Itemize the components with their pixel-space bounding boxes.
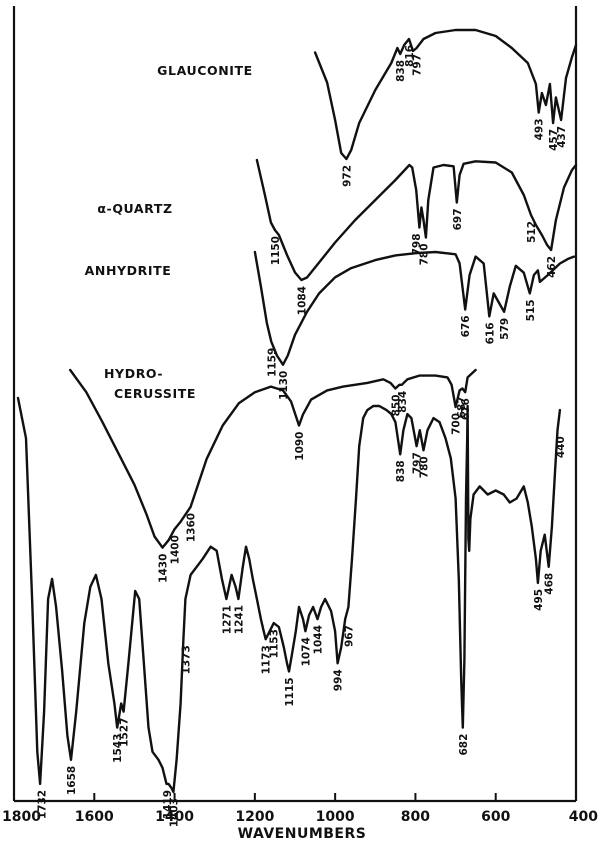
peak-label: 493 bbox=[534, 119, 546, 141]
spectrum-curve-2 bbox=[253, 250, 576, 366]
series-labels: GLAUCONITE α-QUARTZ ANHYDRITE HYDRO- CERUSSI… bbox=[85, 63, 253, 401]
peak-label: 994 bbox=[333, 669, 345, 691]
peak-label: 834 bbox=[397, 391, 409, 413]
peak-label: 1527 bbox=[119, 718, 131, 747]
spectrum-curve-4 bbox=[16, 396, 562, 794]
peak-label: 798 bbox=[411, 234, 423, 256]
spectra-curves bbox=[16, 28, 578, 794]
peak-label: 972 bbox=[341, 165, 353, 187]
peak-label: 512 bbox=[526, 221, 538, 243]
x-tick-label: 1200 bbox=[235, 809, 274, 825]
x-axis-ticks: 1800 1600 1400 1200 1000 800 600 400 bbox=[2, 793, 598, 825]
x-tick-label: 1000 bbox=[316, 809, 355, 825]
peak-label: 676 bbox=[460, 398, 472, 420]
x-axis-label: WAVENUMBERS bbox=[238, 826, 367, 842]
peak-label: 797 bbox=[412, 452, 424, 474]
peak-label: 1044 bbox=[313, 625, 325, 654]
x-tick-label: 1600 bbox=[75, 809, 114, 825]
peak-label: 468 bbox=[544, 573, 556, 595]
series-label-1: α-QUARTZ bbox=[97, 201, 172, 216]
peak-label: 697 bbox=[452, 209, 464, 231]
peak-label: 1430 bbox=[158, 554, 170, 583]
x-tick-label: 400 bbox=[569, 809, 598, 825]
peak-label: 1074 bbox=[300, 637, 312, 666]
peak-label: 1090 bbox=[294, 432, 306, 461]
peak-label: 682 bbox=[458, 734, 470, 756]
peak-label: 838 bbox=[395, 60, 407, 82]
peak-label: 687 bbox=[456, 396, 468, 418]
peak-label: 462 bbox=[546, 256, 558, 278]
peak-label: 676 bbox=[460, 316, 472, 338]
plot-frame bbox=[12, 6, 578, 803]
peak-label: 1400 bbox=[170, 535, 182, 564]
peak-label: 1403 bbox=[168, 798, 180, 827]
peak-label: 1150 bbox=[270, 236, 282, 265]
peak-label: 495 bbox=[533, 589, 545, 611]
peak-label: 700 bbox=[451, 413, 463, 435]
peak-label: 1173 bbox=[261, 645, 273, 674]
peak-label: 816 bbox=[404, 45, 416, 67]
peak-label: 1360 bbox=[186, 513, 198, 542]
peak-label: 780 bbox=[419, 244, 431, 266]
x-tick-label: 600 bbox=[481, 809, 510, 825]
peak-label: 1419 bbox=[162, 790, 174, 819]
peak-label: 1159 bbox=[266, 348, 278, 377]
peak-label: 1084 bbox=[296, 286, 308, 315]
peak-label: 437 bbox=[556, 126, 568, 148]
peak-label: 579 bbox=[499, 318, 511, 340]
peak-label: 967 bbox=[343, 625, 355, 647]
peak-label: 515 bbox=[525, 299, 537, 321]
spectrum-curve-0 bbox=[313, 28, 578, 161]
peak-label: 457 bbox=[548, 129, 560, 151]
peak-label: 1271 bbox=[221, 605, 233, 634]
peak-label: 850 bbox=[390, 395, 402, 417]
peak-label: 1373 bbox=[180, 645, 192, 674]
peak-label: 797 bbox=[412, 54, 424, 76]
peak-label: 1732 bbox=[36, 790, 48, 819]
peak-label: 616 bbox=[484, 322, 496, 344]
series-label-3-line1: HYDRO- bbox=[104, 366, 163, 381]
x-tick-label: 1400 bbox=[155, 809, 194, 825]
peak-label: 1658 bbox=[66, 766, 78, 795]
spectrum-curve-1 bbox=[255, 158, 578, 282]
x-tick-label: 800 bbox=[401, 809, 430, 825]
spectrum-curve-3 bbox=[69, 368, 477, 549]
x-tick-label: 1800 bbox=[2, 809, 41, 825]
peak-label: 1543 bbox=[112, 734, 124, 763]
peak-label: 1115 bbox=[284, 677, 296, 706]
series-label-2: ANHYDRITE bbox=[85, 263, 172, 278]
series-label-0: GLAUCONITE bbox=[157, 63, 253, 78]
peak-label: 1130 bbox=[278, 371, 290, 400]
series-label-3-line2: CERUSSITE bbox=[114, 386, 196, 401]
peak-label: 780 bbox=[419, 456, 431, 478]
peak-label: 1153 bbox=[269, 629, 281, 658]
peak-label: 440 bbox=[555, 436, 567, 458]
peak-label: 1241 bbox=[233, 605, 245, 634]
peak-label: 838 bbox=[395, 460, 407, 482]
